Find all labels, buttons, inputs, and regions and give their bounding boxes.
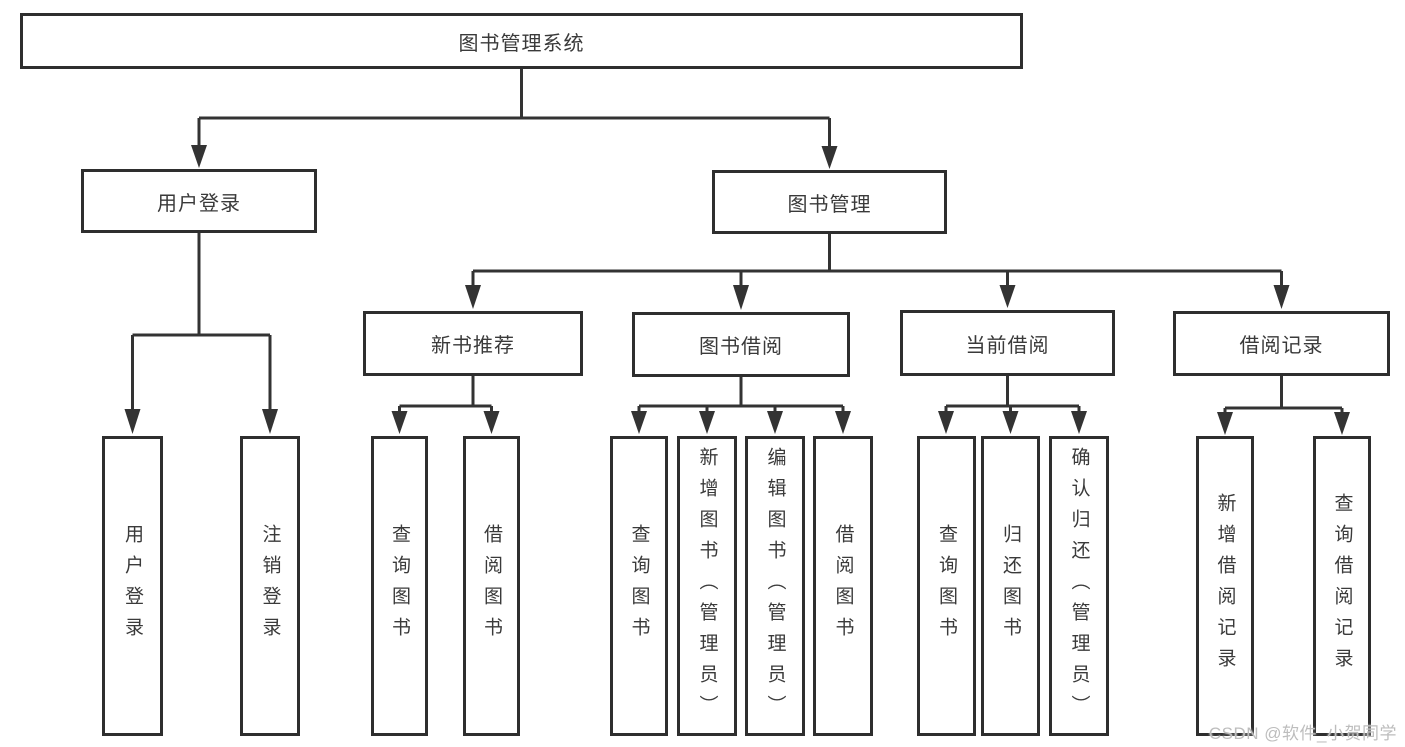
arrowheads-new-book — [391, 411, 500, 434]
leaf-label: 注销登录 — [259, 524, 281, 648]
node-label: 图书管理系统 — [458, 32, 585, 55]
leaf-query-borrow-record: 查询借阅记录 — [1313, 436, 1371, 736]
arrowheads-user-login — [124, 409, 278, 434]
leaf-query-books-recommend: 查询图书 — [371, 436, 428, 736]
node-user-login: 用户登录 — [81, 169, 317, 233]
arrowheads-rec-borrow — [1217, 412, 1350, 435]
leaf-label: 编辑图书（管理员） — [764, 446, 786, 726]
edge-root-to-level2 — [197, 69, 831, 148]
node-current-borrowing: 当前借阅 — [900, 310, 1115, 376]
node-label: 图书管理 — [787, 193, 872, 216]
leaf-label: 查询借阅记录 — [1331, 493, 1353, 679]
leaf-return-books: 归还图书 — [981, 436, 1040, 736]
edge-user-login-children — [131, 233, 272, 411]
arrowheads-book-borrow — [631, 411, 851, 434]
node-label: 新书推荐 — [431, 335, 515, 357]
leaf-edit-books-admin: 编辑图书（管理员） — [745, 436, 805, 736]
leaf-label: 用户登录 — [122, 524, 143, 648]
leaf-user-login: 用户登录 — [102, 436, 163, 736]
leaf-query-books-current: 查询图书 — [917, 436, 976, 736]
leaf-label: 确认归还（管理员） — [1068, 446, 1090, 726]
leaf-label: 借阅图书 — [481, 524, 502, 648]
node-label: 借阅记录 — [1239, 335, 1324, 357]
node-book-management: 图书管理 — [712, 170, 947, 234]
leaf-confirm-return-admin: 确认归还（管理员） — [1049, 436, 1109, 736]
node-new-book-recommend: 新书推荐 — [363, 311, 583, 376]
arrowheads-level2 — [191, 145, 838, 169]
arrowheads-book-mgmt — [465, 285, 1290, 310]
edge-cur-borrow-children — [944, 376, 1081, 413]
csdn-watermark: CSDN @软件_小贺同学 — [1208, 724, 1397, 743]
edge-new-book-children — [398, 376, 493, 413]
node-label: 当前借阅 — [965, 334, 1050, 357]
leaf-query-books-borrowing: 查询图书 — [610, 436, 668, 736]
edge-book-borrow-children — [637, 377, 845, 413]
leaf-borrow-books-recommend: 借阅图书 — [463, 436, 520, 736]
leaf-add-books-admin: 新增图书（管理员） — [677, 436, 737, 736]
leaf-logout: 注销登录 — [240, 436, 300, 736]
leaf-add-borrow-record: 新增借阅记录 — [1196, 436, 1254, 736]
leaf-label: 归还图书 — [1000, 524, 1021, 648]
arrowheads-cur-borrow — [938, 411, 1087, 434]
edge-book-mgmt-children — [471, 234, 1283, 287]
leaf-label: 新增借阅记录 — [1214, 493, 1236, 679]
node-borrow-records: 借阅记录 — [1173, 311, 1390, 376]
leaf-label: 新增图书（管理员） — [696, 446, 718, 726]
node-library-system: 图书管理系统 — [20, 13, 1023, 69]
node-label: 图书借阅 — [699, 336, 783, 358]
leaf-label: 查询图书 — [389, 524, 410, 648]
node-book-borrowing: 图书借阅 — [632, 312, 850, 377]
leaf-label: 借阅图书 — [832, 524, 854, 648]
leaf-label: 查询图书 — [936, 524, 957, 648]
node-label: 用户登录 — [157, 192, 241, 215]
edge-rec-borrow-children — [1223, 376, 1344, 414]
leaf-borrow-books: 借阅图书 — [813, 436, 873, 736]
leaf-label: 查询图书 — [628, 524, 650, 648]
